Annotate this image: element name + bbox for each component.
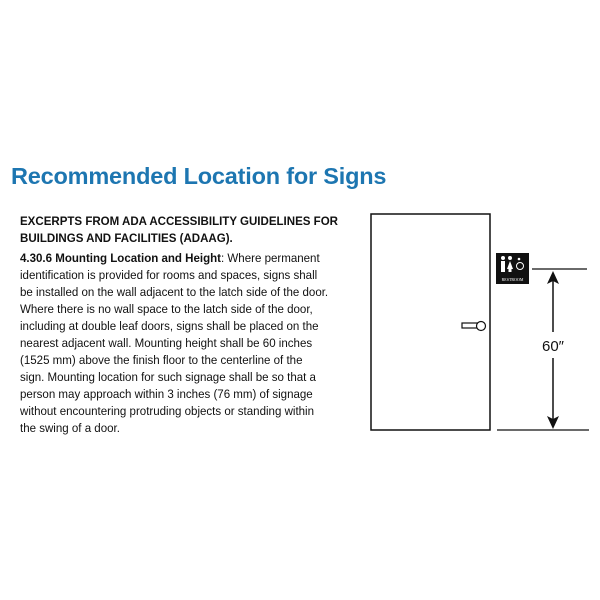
excerpt-heading-line: EXCERPTS FROM ADA ACCESSIBILITY GUIDELIN… <box>20 214 338 228</box>
body-line: be installed on the wall adjacent to the… <box>20 285 329 299</box>
body-line: : Where permanent <box>221 251 320 265</box>
dimension-arrow-icon <box>547 271 559 429</box>
excerpt-heading-line: BUILDINGS AND FACILITIES (ADAAG). <box>20 231 233 245</box>
ada-excerpt: EXCERPTS FROM ADA ACCESSIBILITY GUIDELIN… <box>20 213 380 437</box>
page-title: Recommended Location for Signs <box>11 163 387 189</box>
sign-text: RESTROOM <box>502 277 524 282</box>
body-line: person may approach within 3 inches (76 … <box>20 387 313 401</box>
door <box>370 213 491 431</box>
body-line: without encountering protruding objects … <box>20 404 315 418</box>
body-line: nearest adjacent wall. Mounting height s… <box>20 336 313 350</box>
body-line: sign. Mounting location for such signage… <box>20 370 316 384</box>
section-label: 4.30.6 Mounting Location and Height <box>20 251 222 265</box>
body-line: including at double leaf doors, signs sh… <box>20 319 319 333</box>
body-line: Where there is no wall space to the latc… <box>20 302 313 316</box>
body-line: (1525 mm) above the finish floor to the … <box>20 353 303 367</box>
door-handle-icon <box>461 320 487 332</box>
height-label: 60″ <box>542 338 565 355</box>
body-line: the swing of a door. <box>20 421 120 435</box>
restroom-sign-icon: RESTROOM <box>496 253 529 284</box>
body-line: identification is provided for rooms and… <box>20 268 318 282</box>
